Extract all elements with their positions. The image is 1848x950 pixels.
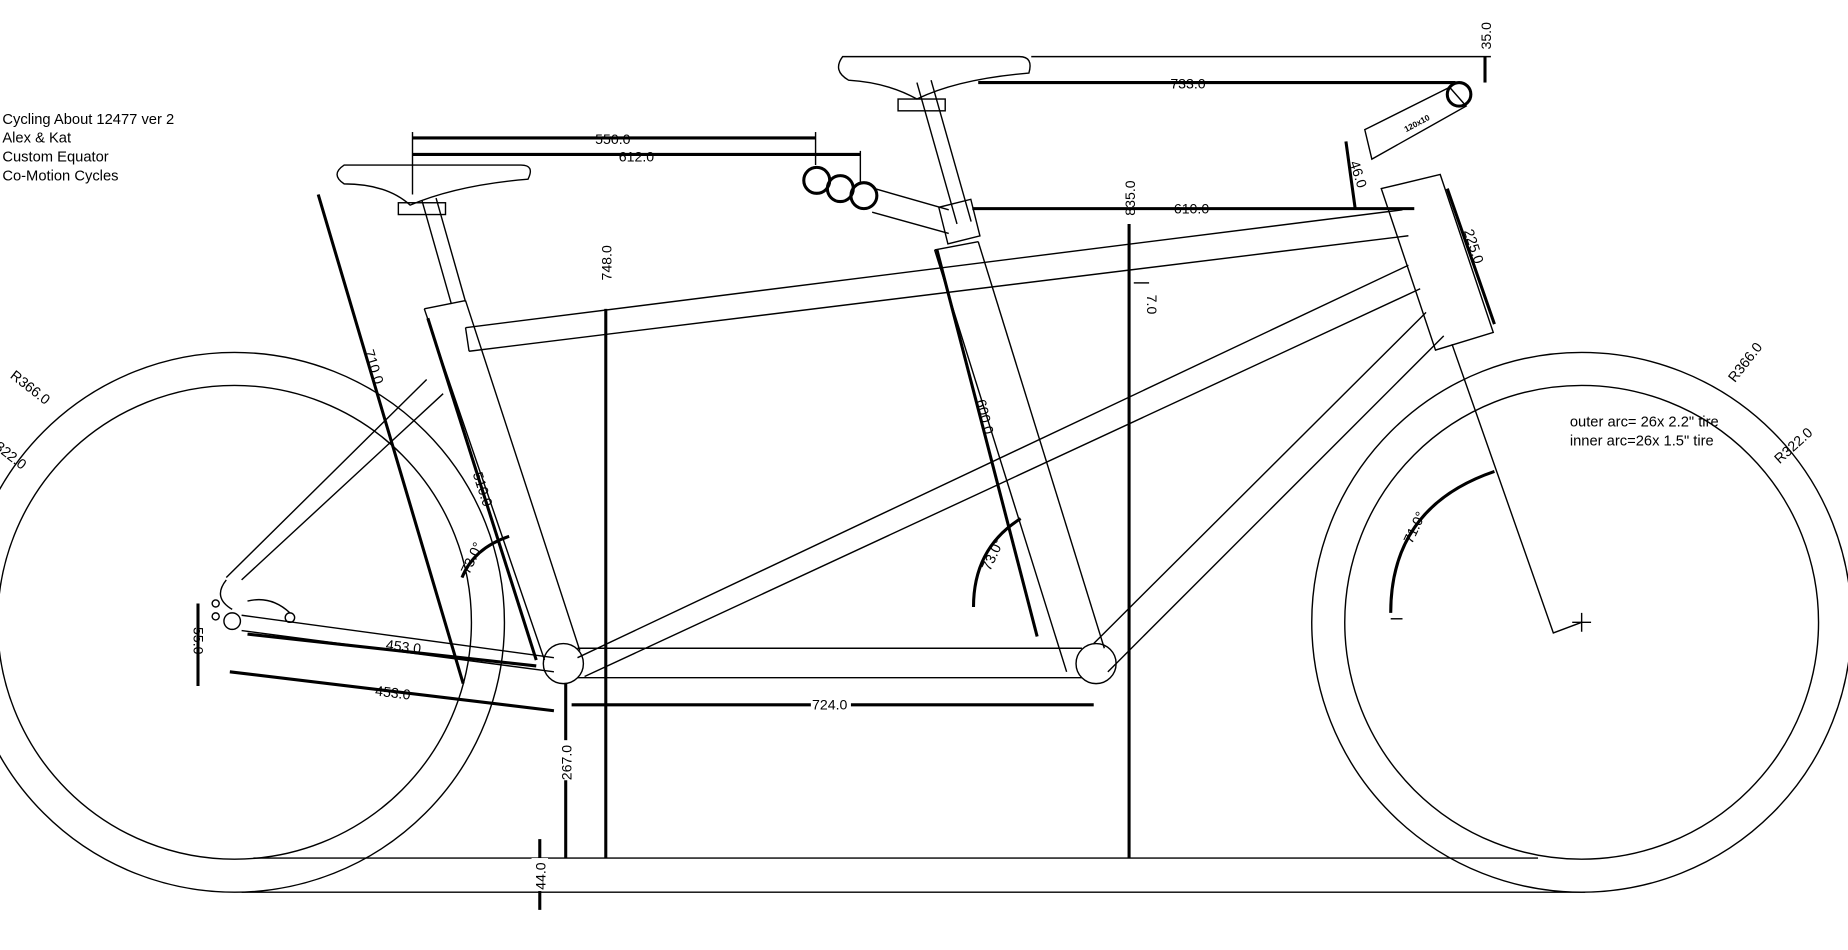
title-line: Cycling About 12477 ver 2	[2, 112, 174, 128]
captain-saddle	[837, 55, 1031, 112]
dim-label: R366.0	[8, 367, 54, 408]
tire-note: outer arc= 26x 2.2" tire inner arc=26x 1…	[1570, 415, 1719, 450]
dim-label: R322.0	[1771, 424, 1816, 466]
frame	[211, 79, 1582, 685]
dim-label: 453.0	[385, 637, 422, 657]
title-line: Co-Motion Cycles	[2, 168, 118, 184]
dim-label: 733.0	[1170, 75, 1205, 91]
stoker-saddle	[336, 164, 532, 216]
title-line: Alex & Kat	[2, 131, 71, 147]
dim-label: R366.0	[1725, 339, 1766, 385]
dim-label: 7.0	[1144, 295, 1160, 315]
dim-label: 35.0	[1478, 22, 1494, 50]
dim-label: 724.0	[812, 697, 847, 713]
dim-label: 748.0	[599, 245, 615, 280]
stoker-handlebar	[802, 165, 949, 235]
front-stem: 120x10	[1363, 81, 1473, 161]
dimension-labels: 550.0 612.0 748.0 835.0 610.0 733.0 35.0…	[0, 22, 1816, 892]
ground-lines	[241, 857, 1586, 893]
stoker-bottom-bracket	[542, 642, 585, 685]
tire-note-line: outer arc= 26x 2.2" tire	[1570, 415, 1719, 431]
dim-label: 710.0	[361, 347, 387, 386]
title-line: Custom Equator	[2, 150, 108, 166]
dim-label: 46.0	[1347, 159, 1371, 190]
dim-label: 510.0	[470, 470, 496, 509]
dim-label: 550.0	[595, 131, 630, 147]
dim-label: 73.0°	[457, 540, 486, 577]
dim-label: 267.0	[559, 745, 575, 780]
dim-label: 55.0	[190, 627, 206, 655]
dim-label: 44.0	[533, 862, 549, 890]
tire-note-line: inner arc=26x 1.5" tire	[1570, 434, 1714, 450]
title-block: Cycling About 12477 ver 2 Alex & Kat Cus…	[2, 112, 174, 185]
rear-wheel	[0, 351, 506, 893]
stem-label: 120x10	[1403, 113, 1432, 134]
captain-bottom-bracket	[1075, 642, 1117, 685]
dim-label: 453.0	[374, 682, 411, 702]
dim-label: 610.0	[1174, 200, 1209, 216]
dim-label: 612.0	[619, 149, 654, 165]
dimension-lines	[196, 55, 1496, 910]
dim-label: 600.0	[973, 398, 997, 436]
dim-label: 71.0°	[1400, 509, 1429, 546]
dim-label: 835.0	[1122, 180, 1138, 215]
dim-label: 73.0°	[978, 536, 1007, 573]
